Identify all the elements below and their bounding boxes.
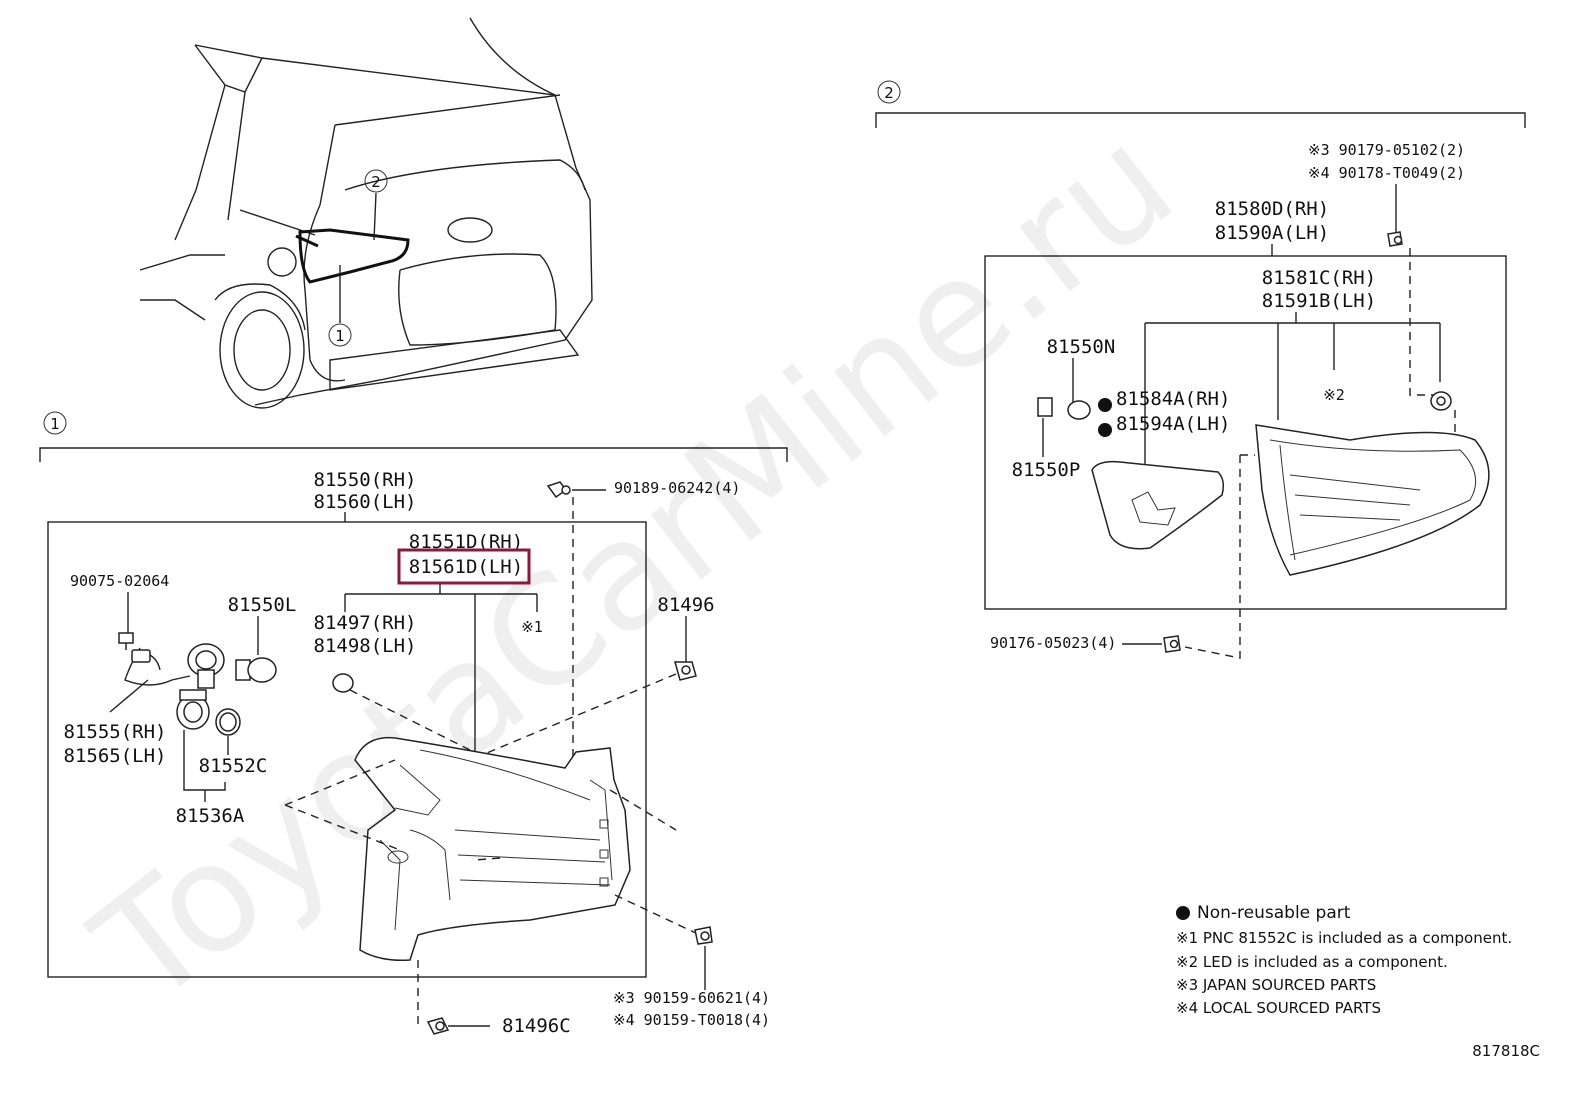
section-2: 2 ※3 90179-05102(2) ※4 90178-T0049(2) 81… xyxy=(875,80,1526,659)
label-81536a[interactable]: 81536A xyxy=(176,805,245,827)
label-81590a-lh[interactable]: 81590A(LH) xyxy=(1215,222,1329,244)
highlight-box-81561d xyxy=(397,548,531,585)
section-1-number: 1 xyxy=(50,415,60,433)
screw-icon xyxy=(546,481,571,499)
bottom-screw-icon-section2 xyxy=(1163,635,1181,653)
label-81550-rh[interactable]: 81550(RH) xyxy=(314,469,417,491)
label-81560-lh[interactable]: 81560(LH) xyxy=(314,491,417,513)
label-90075-02064[interactable]: 90075-02064 xyxy=(70,572,169,590)
label-90179-05102[interactable]: ※3 90179-05102(2) xyxy=(1308,141,1465,159)
label-81497-rh[interactable]: 81497(RH) xyxy=(314,612,417,634)
bolt-icon xyxy=(118,632,134,650)
legend: Non-reusable part ※1 PNC 81552C is inclu… xyxy=(1176,903,1512,1017)
label-81551d-rh[interactable]: 81551D(RH) xyxy=(409,531,523,553)
nonreusable-dot-icon xyxy=(1098,398,1112,412)
section-2-box xyxy=(984,255,1507,610)
label-81581c-rh[interactable]: 81581C(RH) xyxy=(1262,267,1376,289)
label-81561d-lh[interactable]: 81561D(LH) xyxy=(409,556,523,578)
top-screw-icon xyxy=(1387,231,1403,247)
diagram-code: 817818C xyxy=(1472,1042,1540,1060)
section-1-marker xyxy=(43,411,67,435)
label-81550l[interactable]: 81550L xyxy=(228,594,297,616)
label-81580d-rh[interactable]: 81580D(RH) xyxy=(1215,198,1329,220)
legend-nonreusable: Non-reusable part xyxy=(1197,903,1351,923)
label-81555-rh[interactable]: 81555(RH) xyxy=(64,721,167,743)
bulb-icon xyxy=(235,657,277,683)
label-81496[interactable]: 81496 xyxy=(657,594,714,616)
bulb-icon-section2 xyxy=(1037,397,1091,420)
label-81550n[interactable]: 81550N xyxy=(1047,336,1116,358)
bottom-screw-icon xyxy=(694,926,713,945)
callout-2-vehicle: 2 xyxy=(371,173,381,191)
clip-icon-section2 xyxy=(1430,391,1452,411)
label-81594a-lh[interactable]: 81594A(LH) xyxy=(1116,413,1230,435)
label-81565-lh[interactable]: 81565(LH) xyxy=(64,745,167,767)
legend-note-4: ※4 LOCAL SOURCED PARTS xyxy=(1176,999,1381,1017)
socket-gasket-icon xyxy=(176,689,241,736)
inner-lamp-drawing xyxy=(1255,424,1490,576)
section-2-marker xyxy=(877,80,901,104)
vehicle-rear-illustration: 2 1 xyxy=(139,17,593,409)
section-1: 1 81550(RH) 81560(LH) 81551D(RH) 81561D(… xyxy=(39,411,788,1037)
watermark: ToyotaCarMine.ru xyxy=(64,94,1205,1038)
note-1-marker: ※1 xyxy=(521,618,543,636)
label-81498-lh[interactable]: 81498(LH) xyxy=(314,635,417,657)
label-81552c[interactable]: 81552C xyxy=(199,755,268,777)
label-90159-60621[interactable]: ※3 90159-60621(4) xyxy=(613,989,770,1007)
label-81584a-rh[interactable]: 81584A(RH) xyxy=(1116,388,1230,410)
tail-lamp-assembly-drawing xyxy=(354,736,631,962)
label-90159-t0018[interactable]: ※4 90159-T0018(4) xyxy=(613,1011,770,1029)
label-90178-t0049[interactable]: ※4 90178-T0049(2) xyxy=(1308,164,1465,182)
legend-note-3: ※3 JAPAN SOURCED PARTS xyxy=(1176,976,1376,994)
cushion-icon xyxy=(332,673,354,693)
label-81591b-lh[interactable]: 81591B(LH) xyxy=(1262,290,1376,312)
legend-note-2: ※2 LED is included as a component. xyxy=(1176,953,1448,971)
gasket-drawing xyxy=(1091,460,1225,550)
label-81550p[interactable]: 81550P xyxy=(1012,459,1081,481)
callout-1-vehicle: 1 xyxy=(335,327,345,345)
clip-81496c-icon xyxy=(426,1017,450,1035)
nonreusable-dot-icon xyxy=(1098,423,1112,437)
legend-note-1: ※1 PNC 81552C is included as a component… xyxy=(1176,929,1512,947)
label-81496c[interactable]: 81496C xyxy=(502,1015,571,1037)
legend-dot-icon xyxy=(1176,906,1190,920)
note-2-marker: ※2 xyxy=(1323,386,1345,404)
section-2-number: 2 xyxy=(884,84,894,102)
label-90189-06242[interactable]: 90189-06242(4) xyxy=(614,479,740,497)
label-90176-05023[interactable]: 90176-05023(4) xyxy=(990,634,1116,652)
clip-icon xyxy=(674,661,697,681)
section-1-box xyxy=(47,521,647,978)
wire-socket-icon xyxy=(124,643,225,689)
